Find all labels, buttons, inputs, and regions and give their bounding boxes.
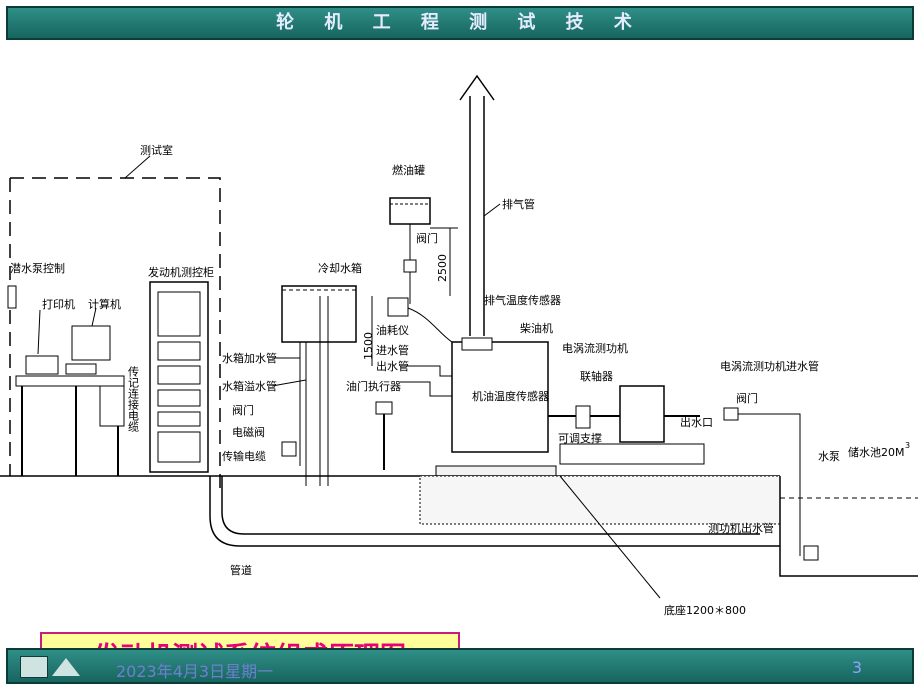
- eddy-dyno: [619, 385, 665, 443]
- throttle-actuator: [375, 401, 393, 415]
- label-test-room: 测试室: [140, 143, 173, 157]
- slide-nav-triangle-icon[interactable]: [52, 658, 80, 676]
- label-outlet: 出水管: [376, 359, 409, 373]
- computer-monitor: [71, 325, 111, 361]
- system-diagram: 测试室 潜水泵控制 打印机 计算机 发动机测控柜 传记连接电缆 冷却水箱 水箱加…: [0, 74, 918, 617]
- header-title: 轮 机 工 程 测 试 技 术: [276, 12, 644, 33]
- printer: [25, 355, 59, 375]
- label-throttle: 油门执行器: [346, 379, 401, 393]
- label-tank-overflow: 水箱溢水管: [222, 379, 277, 393]
- label-valve-fuel: 阀门: [416, 231, 438, 245]
- label-dyno-inlet: 电涡流测功机进水管: [720, 359, 819, 373]
- header-bar: 轮 机 工 程 测 试 技 术: [6, 6, 914, 40]
- label-oil-temp: 机油温度传感器: [472, 389, 549, 403]
- desk-top: [15, 375, 125, 387]
- fuel-valve: [403, 259, 417, 273]
- label-printer: 打印机: [42, 297, 75, 311]
- fuel-meter: [387, 297, 409, 317]
- label-2500: 2500: [436, 254, 449, 282]
- diesel-engine: [451, 341, 549, 453]
- label-exhaust-temp: 排气温度传感器: [484, 293, 561, 307]
- label-solenoid: 电磁阀: [232, 425, 265, 439]
- label-fuel-tank: 燃油罐: [392, 163, 425, 177]
- header: 轮 机 工 程 测 试 技 术: [0, 0, 920, 46]
- fuel-tank: [389, 197, 431, 225]
- solenoid-valve: [281, 441, 297, 457]
- label-fuel-meter: 油耗仪: [376, 323, 409, 337]
- label-computer: 计算机: [88, 297, 121, 311]
- label-inlet: 进水管: [376, 343, 409, 357]
- label-conduit: 管道: [230, 563, 252, 577]
- footer-date: 2023年4月3日星期一: [116, 662, 274, 681]
- exhaust-arrow: [459, 74, 495, 101]
- reservoir: [779, 476, 918, 577]
- label-exhaust-pipe: 排气管: [502, 197, 535, 211]
- label-dyno-outlet: 测功机出水管: [708, 521, 774, 535]
- label-valve-right: 阀门: [736, 391, 758, 405]
- test-room-boundary: [10, 177, 221, 496]
- pump-control-box: [7, 285, 17, 309]
- coupling: [575, 405, 591, 429]
- footer-bar: 2023年4月3日星期一 3: [6, 648, 914, 684]
- dyno-base: [559, 443, 705, 465]
- label-eddy-dyno: 电涡流测功机: [562, 341, 628, 355]
- label-tank-fill: 水箱加水管: [222, 351, 277, 365]
- label-base: 底座1200＊800: [664, 603, 746, 617]
- cooling-tank: [281, 285, 357, 343]
- label-water-outlet: 出水口: [680, 415, 713, 429]
- valve-right: [723, 407, 739, 421]
- label-water-pump: 水泵: [818, 450, 840, 463]
- foundation: [419, 475, 781, 525]
- label-reservoir-sup: 3: [905, 441, 910, 450]
- page-number: 3: [851, 658, 862, 677]
- label-adjustable-support: 可调支撑: [558, 431, 602, 445]
- conduit: [209, 476, 780, 547]
- label-transmission-cable: 传输电缆: [222, 449, 266, 463]
- label-cooling-tank: 冷却水箱: [318, 261, 362, 275]
- label-control-cabinet: 发动机测控柜: [148, 265, 214, 279]
- footer: 2023年4月3日星期一 3: [0, 646, 920, 690]
- desk-drawer: [99, 385, 125, 427]
- label-pump-control: 潜水泵控制: [10, 261, 65, 275]
- slide-nav-icon[interactable]: [20, 656, 48, 678]
- label-reservoir: 储水池20M: [848, 445, 905, 459]
- label-1500: 1500: [362, 332, 375, 360]
- label-diesel: 柴油机: [520, 321, 553, 335]
- label-coupling: 联轴器: [580, 369, 613, 383]
- water-pump: [803, 545, 819, 561]
- diagram-area: 测试室 潜水泵控制 打印机 计算机 发动机测控柜 传记连接电缆 冷却水箱 水箱加…: [0, 46, 920, 682]
- label-valve-left: 阀门: [232, 403, 254, 417]
- label-transfer-cable: 传记连接电缆: [127, 366, 140, 432]
